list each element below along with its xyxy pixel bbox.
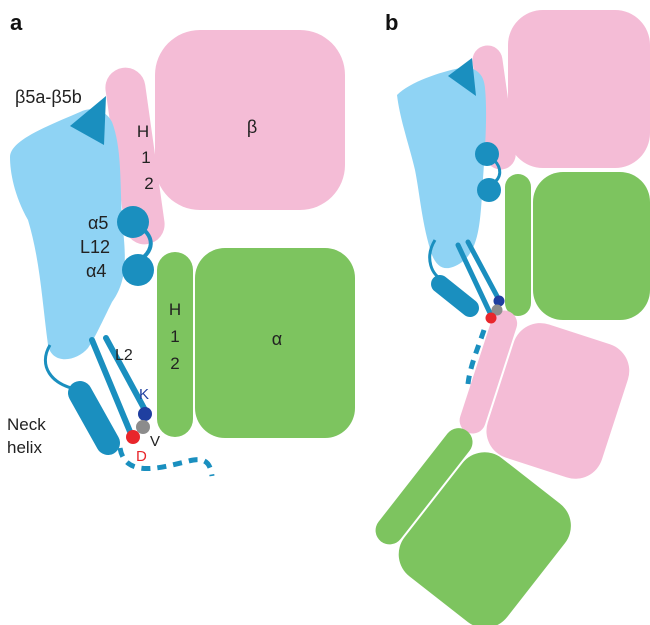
neck-helix [68, 381, 120, 455]
h12-helix-alpha [157, 252, 193, 437]
l2-strand-1-b [455, 242, 493, 316]
d-label: D [136, 448, 147, 465]
h12-beta-digit-1: 1 [141, 148, 150, 167]
neck-helix-label-line2: helix [7, 438, 42, 457]
panel-b: b [375, 10, 650, 625]
l2-strand-2-b [465, 239, 501, 301]
l2-label: L2 [115, 347, 133, 364]
val-v-residue-b [491, 304, 503, 316]
alpha4-label: α4 [86, 261, 106, 281]
h12-helix-beta-top [472, 45, 516, 170]
lys-k-residue-b [493, 295, 505, 307]
beta5a-beta5b-hairpin [70, 96, 106, 145]
kinesin-motor-head-b [397, 67, 487, 269]
h12-alpha-digit-1: 1 [170, 327, 179, 346]
v-label: V [150, 433, 160, 450]
kinesin-motor-head [10, 109, 125, 360]
beta-tubulin-lower [459, 310, 630, 479]
alpha-tubulin-body-mid [533, 172, 650, 320]
alpha5-helix-b [475, 142, 499, 166]
alpha-tubulin-body-bottom [398, 452, 571, 625]
lys-k-residue [138, 407, 152, 421]
k-label: K [139, 386, 149, 403]
h12-helix-beta-lower [459, 310, 518, 434]
h12-helix-alpha-mid [505, 174, 531, 316]
neck-linker-dashed-b [465, 329, 487, 385]
neck-helix-b [431, 275, 479, 317]
h12-alpha-digit-2: 2 [170, 354, 179, 373]
alpha-tubulin-bottom [375, 428, 571, 625]
asp-d-residue [126, 430, 140, 444]
asp-d-residue-b [485, 312, 497, 324]
h12-alpha-letter-h: H [169, 300, 181, 319]
alpha4-helix [122, 254, 154, 286]
panel-b-label: b [385, 10, 398, 35]
h12-beta-digit-2: 2 [144, 174, 153, 193]
l2-strand-2 [103, 335, 148, 413]
beta-tubulin-body [155, 30, 345, 210]
alpha-tubulin-body [195, 248, 355, 438]
alpha4-helix-b [477, 178, 501, 202]
beta5a-beta5b-hairpin-b [448, 58, 476, 96]
alpha5-helix [117, 206, 149, 238]
beta5a-beta5b-label: β5a-β5b [15, 87, 82, 107]
l12-label: L12 [80, 237, 110, 257]
beta-tubulin-body-lower [486, 323, 630, 479]
h12-helix-beta [105, 67, 165, 245]
panel-a-label: a [10, 10, 23, 35]
h12-helix-alpha-bottom [375, 428, 473, 545]
alpha5-label: α5 [88, 213, 108, 233]
h12-beta-letter-h: H [137, 122, 149, 141]
beta-tubulin-body-top [508, 10, 650, 168]
l2-strand-1 [89, 337, 134, 437]
panel-a: a H 1 2 β H 1 2 α β5a-β5b α5 L12 α4 L2 [7, 10, 355, 477]
beta-tubulin-label: β [247, 117, 257, 137]
neck-linker-dashed [117, 447, 215, 477]
neck-helix-label-line1: Neck [7, 415, 46, 434]
val-v-residue [136, 420, 150, 434]
alpha-tubulin-label: α [272, 329, 282, 349]
